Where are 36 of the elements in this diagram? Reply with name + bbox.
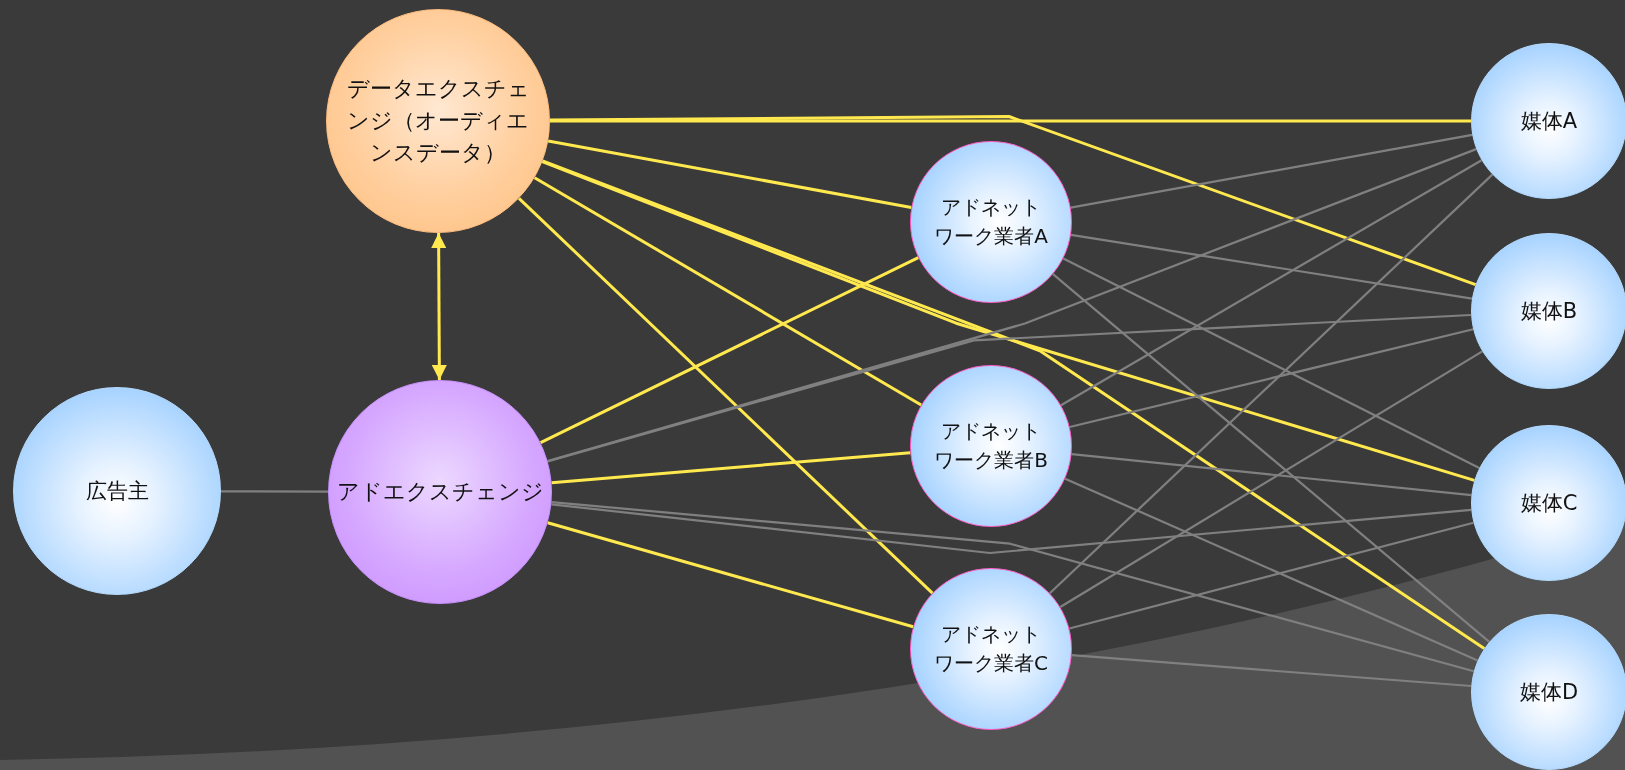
connector-line — [1071, 453, 1472, 497]
connector-line — [1069, 521, 1474, 630]
connector-line — [1062, 257, 1480, 469]
node-label: アドエクスチェンジ — [336, 478, 544, 507]
connector-line — [1060, 159, 1483, 407]
connector-line — [1064, 477, 1479, 662]
connector-line — [221, 490, 328, 493]
node-label: 広告主 — [85, 477, 149, 505]
node-label: 媒体D — [1519, 678, 1579, 706]
connector-line — [547, 313, 1472, 463]
connector-line — [547, 521, 914, 629]
node-label: 媒体A — [1520, 107, 1578, 135]
node-label: アドネットワーク業者C — [933, 621, 1049, 677]
arrow — [431, 233, 447, 380]
node-label: 媒体B — [1520, 297, 1578, 325]
connector-line — [542, 159, 1486, 650]
node-label: アドネットワーク業者B — [933, 418, 1049, 474]
node-label: アドネットワーク業者A — [933, 194, 1049, 250]
connector-line — [550, 115, 1477, 286]
connector-line — [547, 139, 912, 209]
connector-line — [1052, 273, 1490, 643]
connector-line — [551, 451, 911, 485]
connector-line — [1059, 350, 1483, 608]
connector-line — [517, 197, 934, 595]
connector-line — [551, 503, 1472, 555]
connector-line — [551, 501, 1475, 673]
node-label: データエクスチェンジ（オーディエンスデータ） — [345, 75, 531, 167]
connector-line — [1049, 173, 1494, 595]
connector-line — [1070, 133, 1473, 209]
connector-line — [1071, 654, 1472, 688]
connector-line — [1070, 233, 1473, 300]
connector-line — [533, 176, 922, 407]
connector-line — [539, 256, 919, 445]
connector-line — [550, 119, 1471, 123]
connector-line — [1069, 328, 1474, 429]
node-label: 媒体C — [1520, 489, 1578, 517]
